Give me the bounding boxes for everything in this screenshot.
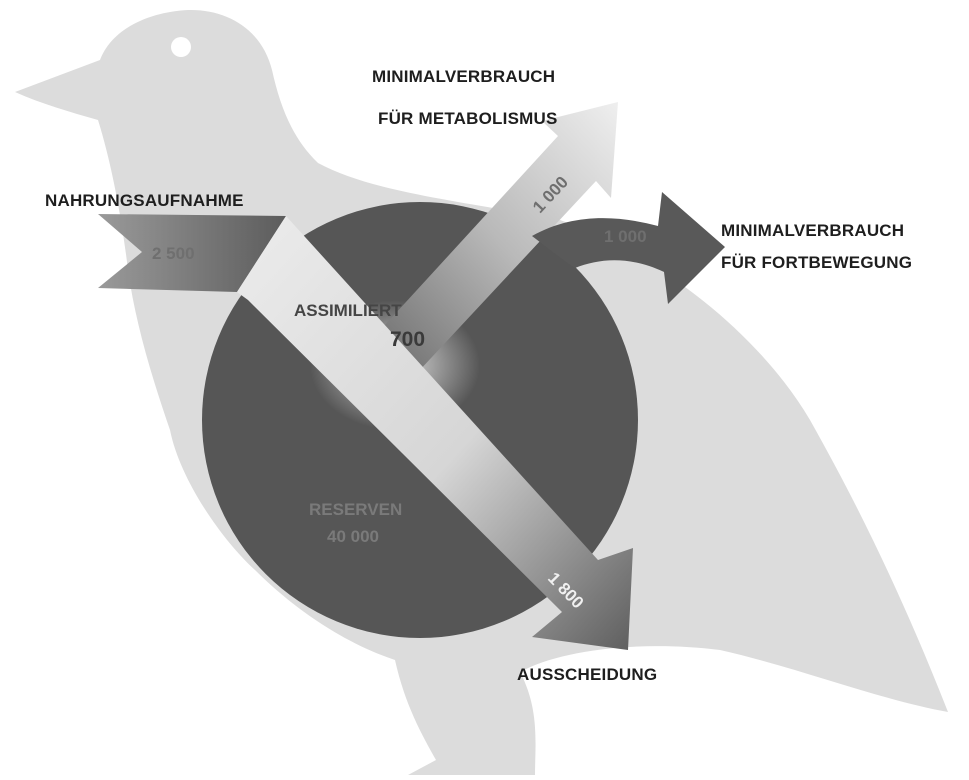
intake-label: NAHRUNGSAUFNAHME (45, 191, 244, 210)
assimilated-label: ASSIMILIERT (294, 301, 402, 320)
assimilated-value: 700 (390, 328, 425, 351)
locomotion-label-line1: MINIMALVERBRAUCH (721, 221, 904, 240)
metabolism-label-line1: MINIMALVERBRAUCH (372, 67, 555, 86)
excretion-label: AUSSCHEIDUNG (517, 665, 657, 684)
locomotion-value: 1 000 (604, 227, 647, 246)
locomotion-label-line2: FÜR FORTBEWEGUNG (721, 253, 912, 272)
intake-value: 2 500 (152, 244, 195, 263)
reserves-value: 40 000 (327, 527, 379, 546)
bird-eye (171, 37, 191, 57)
reserves-label: RESERVEN (309, 500, 402, 519)
metabolism-label-line2: FÜR METABOLISMUS (378, 109, 557, 128)
